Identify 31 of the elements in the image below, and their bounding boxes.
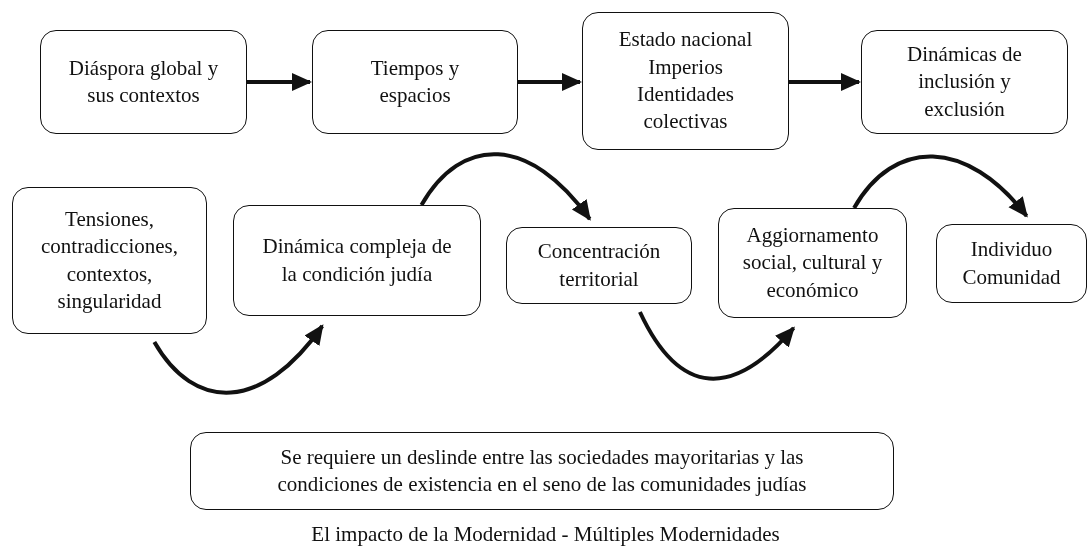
arrow — [638, 311, 796, 381]
arrow — [419, 152, 592, 221]
process-box — [936, 224, 1087, 303]
box-text: Tiempos y espacios — [369, 54, 461, 109]
process-box — [312, 30, 518, 134]
arrow — [852, 154, 1029, 218]
process-box — [582, 12, 789, 150]
box-text: Se requiere un deslinde entre las sociedades mayoritarias y las condiciones de existencia en el seno de las comunidades judías — [276, 443, 808, 498]
process-box — [718, 208, 907, 318]
box-text: Identidades colectivas — [636, 81, 735, 136]
caption: El impacto de la Modernidad - Múltiples Modernidades — [310, 522, 781, 547]
box-text: Dinámicas de inclusión y exclusión — [906, 41, 1023, 123]
arrow — [789, 73, 861, 91]
box-text: Aggiornamento social, cultural y económico — [741, 222, 884, 304]
arrow — [247, 73, 312, 91]
arrow — [518, 73, 582, 91]
box-text: Imperios — [648, 53, 723, 81]
process-box — [12, 187, 207, 334]
process-box — [40, 30, 247, 134]
box-text: Individuo — [970, 236, 1053, 264]
box-text: Dinámica compleja de la condición judía — [261, 233, 453, 288]
box-text: Estado nacional — [618, 26, 753, 54]
process-box — [861, 30, 1068, 134]
box-text: Diáspora global y sus contextos — [67, 54, 220, 109]
box-text: Tensiones, contradicciones, contextos, singularidad — [40, 205, 179, 315]
process-box — [233, 205, 481, 316]
arrow — [152, 324, 324, 395]
process-box — [190, 432, 894, 510]
process-box — [506, 227, 692, 304]
box-text: Concentración territorial — [536, 238, 662, 293]
box-text: Comunidad — [962, 263, 1061, 291]
